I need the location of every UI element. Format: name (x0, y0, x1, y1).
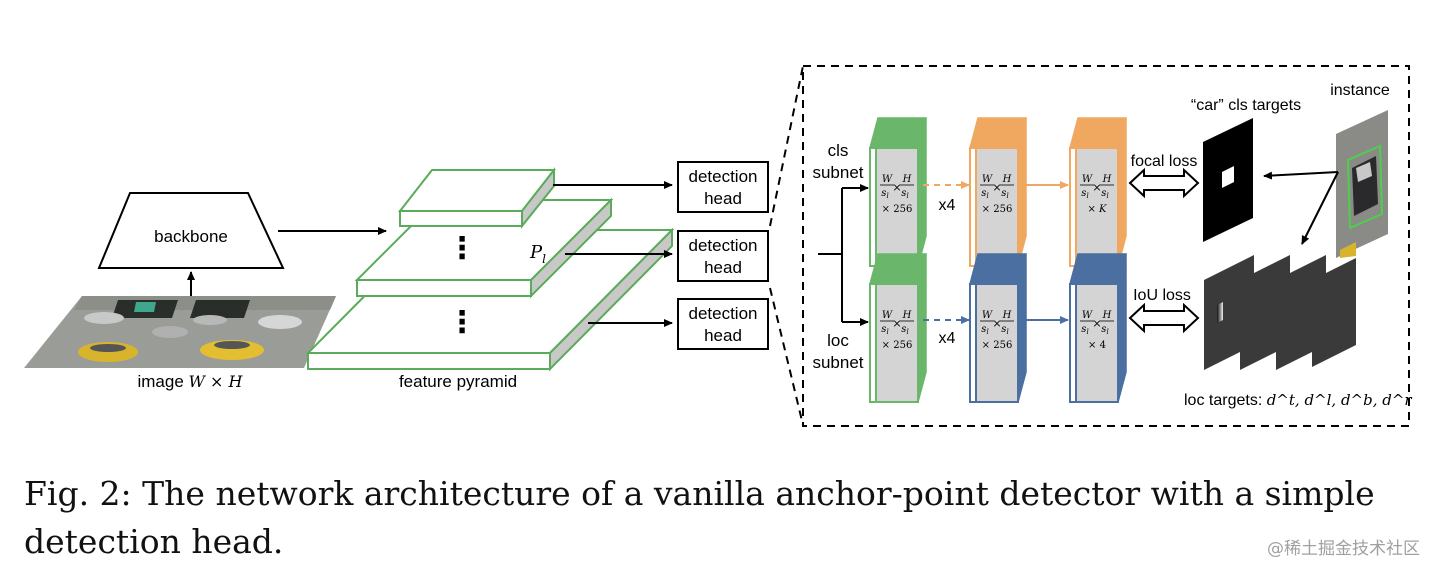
cls-subnet-label-2: subnet (812, 163, 863, 182)
fm-H: H (1102, 174, 1112, 185)
fm-channels: × 256 (882, 340, 913, 351)
fm-s: sl (901, 324, 908, 336)
fm-W: W (1082, 174, 1093, 185)
pyramid-level-letter: P (529, 242, 543, 263)
instance-image (1336, 110, 1388, 258)
cls-repeat-label: x4 (939, 197, 956, 214)
watermark: @稀土掘金技术社区 (1267, 539, 1420, 559)
fm-channels: × 256 (982, 340, 1013, 351)
fm-H: H (902, 310, 912, 321)
figure-caption: Fig. 2: The network architecture of a va… (24, 474, 1375, 561)
architecture-diagram: backbone image W × H ⋮ ⋮ Pl feature pyra… (24, 65, 1412, 427)
fm-times: × (892, 181, 901, 194)
fm-s: sl (981, 324, 988, 336)
detection-head-3-line1: detection (689, 304, 758, 323)
backbone-label: backbone (154, 227, 228, 246)
fm-channels: × 256 (982, 204, 1013, 215)
detection-head-2-line2: head (704, 258, 742, 277)
fm-channels: × K (1087, 204, 1107, 215)
fm-channels: × 4 (1088, 340, 1106, 351)
pyramid-label: feature pyramid (399, 372, 517, 391)
pyramid-ellipsis-lower: ⋮ (447, 306, 477, 339)
detection-head-1-line1: detection (689, 167, 758, 186)
fm-s: sl (881, 324, 888, 336)
fm-times: × (892, 317, 901, 330)
image-caption-math: W × H (189, 372, 244, 391)
fm-H: H (902, 174, 912, 185)
instance-to-cls-arrow (1263, 171, 1339, 180)
fm-s: sl (1001, 324, 1008, 336)
fm-channels: × 256 (882, 204, 913, 215)
loc-subnet-label-2: subnet (812, 353, 863, 372)
cls-target-map (1203, 118, 1253, 242)
cls-feature-map-input: Wsl×Hsl× 256 (869, 117, 927, 267)
fm-times: × (1092, 317, 1101, 330)
instance-label: instance (1330, 82, 1390, 99)
loc-targets-math: d^t, d^l, d^b, d^r (1267, 391, 1413, 409)
loc-repeat-label: x4 (939, 330, 956, 347)
fm-times: × (1092, 181, 1101, 194)
branch-connectors (818, 184, 869, 326)
iou-loss-label: IoU loss (1133, 287, 1191, 304)
detection-head-3: detection head (677, 298, 769, 350)
loc-subnet-label-1: loc (827, 331, 849, 350)
image-caption: image W × H (137, 372, 243, 391)
detection-head-1-line2: head (704, 189, 742, 208)
loc-target-maps (1204, 255, 1356, 370)
cls-subnet-label-1: cls (828, 141, 849, 160)
loc-targets-prefix: loc targets: (1184, 392, 1267, 409)
detection-head-2-line1: detection (689, 236, 758, 255)
loc-feature-map-conv: Wsl×Hsl× 256 (969, 253, 1027, 403)
fm-times: × (992, 317, 1001, 330)
focal-loss-double-arrow (1128, 167, 1200, 199)
input-image (24, 296, 336, 368)
fm-W: W (882, 174, 893, 185)
fm-W: W (982, 310, 993, 321)
iou-loss-double-arrow (1128, 302, 1200, 334)
loc-targets-label: loc targets: d^t, d^l, d^b, d^r (1184, 391, 1412, 409)
fm-s: sl (1001, 188, 1008, 200)
pyramid-ellipsis-upper: ⋮ (447, 232, 477, 265)
pyramid-level-label: Pl (529, 242, 546, 266)
fm-times: × (992, 181, 1001, 194)
cls-feature-map-output: Wsl×Hsl× K (1069, 117, 1127, 267)
fm-W: W (1082, 310, 1093, 321)
fm-H: H (1102, 310, 1112, 321)
cls-feature-map-conv: Wsl×Hsl× 256 (969, 117, 1027, 267)
focal-loss-label: focal loss (1131, 153, 1198, 170)
head-detail-panel (802, 65, 1410, 427)
fm-W: W (882, 310, 893, 321)
fm-s: sl (901, 188, 908, 200)
pyramid-level-top (397, 167, 557, 229)
pyramid-level-sub: l (542, 252, 546, 266)
zoom-line-bottom (769, 287, 804, 426)
loc-feature-map-input: Wsl×Hsl× 256 (869, 253, 927, 403)
fm-W: W (982, 174, 993, 185)
cls-targets-label: “car” cls targets (1191, 97, 1301, 114)
fm-H: H (1002, 310, 1012, 321)
fm-s: sl (981, 188, 988, 200)
backbone-block (97, 192, 285, 269)
fm-H: H (1002, 174, 1012, 185)
zoom-line-top (769, 65, 804, 227)
loc-feature-map-output: Wsl×Hsl× 4 (1069, 253, 1127, 403)
detection-head-2: detection head (677, 230, 769, 282)
detection-head-3-line2: head (704, 326, 742, 345)
fm-s: sl (1081, 188, 1088, 200)
image-caption-prefix: image (137, 372, 188, 391)
detection-head-1: detection head (677, 161, 769, 213)
fm-s: sl (1101, 188, 1108, 200)
instance-to-loc-arrow (1301, 171, 1339, 245)
fm-s: sl (1081, 324, 1088, 336)
fm-s: sl (881, 188, 888, 200)
fm-s: sl (1101, 324, 1108, 336)
